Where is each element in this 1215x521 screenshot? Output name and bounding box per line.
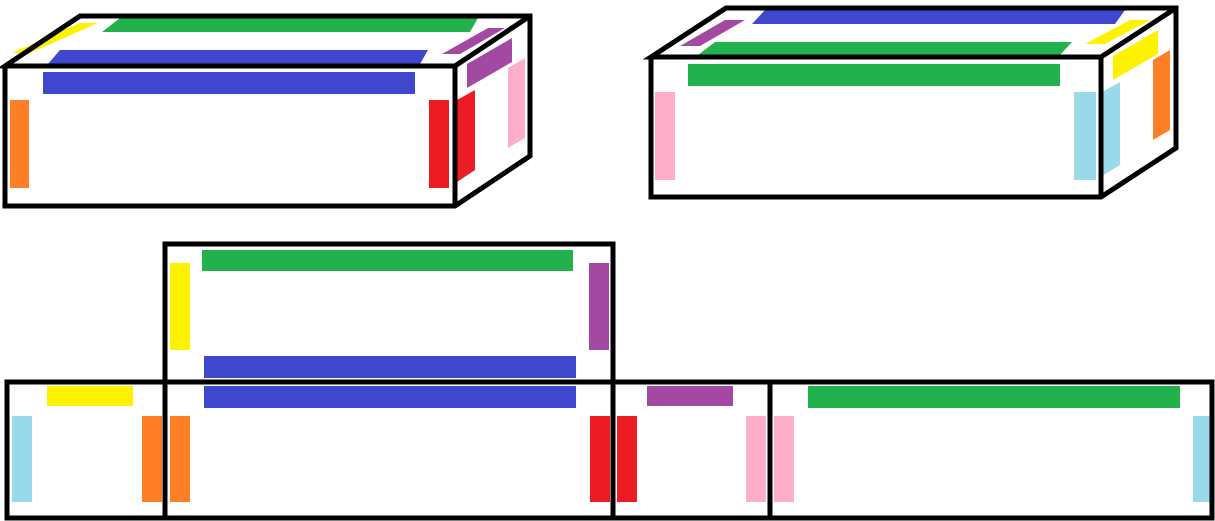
net-right-face-red-strip (617, 416, 637, 502)
box-left-side-red-strip (457, 90, 475, 182)
box-left-front-blue-strip (43, 72, 415, 94)
box-left-side-purple-strip (467, 38, 512, 88)
box-right-side-yellow-strip (1113, 30, 1158, 80)
box-left-front-red-strip (429, 100, 449, 188)
net-top-face-purple-strip (589, 263, 609, 350)
box-right-top-blue-strip (752, 10, 1125, 24)
box-right-side-light-blue-strip (1102, 82, 1120, 176)
box-right-front-green-strip (688, 64, 1060, 86)
net-front-face-blue-strip (204, 386, 576, 408)
box-right-top-purple-strip (680, 20, 745, 46)
box-left-outline (0, 13, 533, 209)
box-right-side-orange-strip (1153, 50, 1170, 140)
box-3d-right (642, 5, 1179, 200)
net-top-face-blue-strip (204, 356, 576, 378)
net-right-face-purple-strip (647, 386, 733, 406)
net-front-face-orange-strip (170, 416, 190, 502)
net-back-face-pink-strip (774, 416, 794, 502)
box-right-front-pink-strip (655, 92, 675, 180)
net-row-outline (4, 379, 1215, 521)
net-back-face-green-strip (808, 386, 1180, 408)
box-left-top-blue-strip (48, 50, 428, 64)
box-left-top-green-strip (102, 18, 478, 32)
box-right-top-green-strip (698, 42, 1072, 55)
net-top-face-yellow-strip (170, 263, 190, 350)
box-right-top-yellow-strip (1085, 20, 1150, 44)
net-top-face-green-strip (202, 250, 573, 271)
box-left-front-orange-strip (10, 100, 29, 188)
box-left-top-purple-strip (442, 28, 505, 54)
net-front-face-red-strip (590, 416, 610, 502)
net-left-face-orange-strip (142, 416, 162, 502)
net-back-face-light-blue-strip (1193, 416, 1213, 502)
net-left-face-light-blue-strip (12, 416, 32, 502)
box-right-outline (642, 5, 1179, 200)
box-right-front-light-blue-strip (1074, 92, 1096, 180)
box-net (4, 241, 1215, 521)
box-left-top-yellow-strip (12, 23, 98, 53)
net-right-face-pink-strip (746, 416, 766, 502)
box-left-side-pink-strip (508, 58, 525, 148)
box-3d-left (0, 13, 533, 209)
net-left-face-yellow-strip (47, 386, 133, 406)
